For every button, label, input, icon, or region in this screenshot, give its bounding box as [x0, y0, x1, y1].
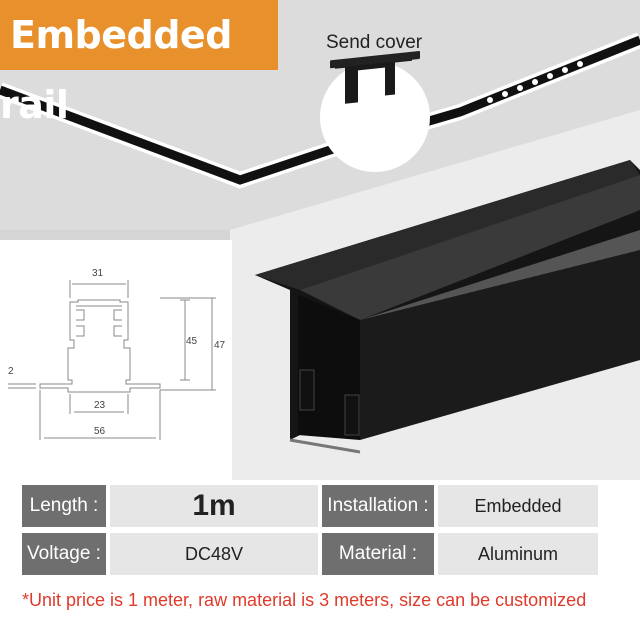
product-scene: [0, 0, 640, 480]
pricing-note: *Unit price is 1 meter, raw material is …: [22, 590, 587, 610]
dim-flange: 2: [8, 366, 14, 377]
dimension-drawing: 31 45 47 2 23 56: [0, 240, 232, 480]
rail-image: [255, 160, 640, 454]
material-label: Material :: [322, 533, 434, 575]
title-badge: Embedded rail: [0, 0, 278, 127]
voltage-label: Voltage :: [22, 533, 106, 575]
dim-inner-width: 23: [94, 400, 106, 411]
dim-inner-height: 45: [186, 336, 198, 347]
dim-total-height: 47: [214, 340, 226, 351]
installation-label: Installation :: [322, 485, 434, 527]
voltage-value: DC48V: [110, 533, 318, 575]
dim-top-width: 31: [92, 268, 104, 279]
material-value: Aluminum: [438, 533, 598, 575]
length-label: Length :: [22, 485, 106, 527]
installation-value: Embedded: [438, 485, 598, 527]
spec-table: Length : 1m Installation : Embedded Volt…: [22, 485, 598, 575]
profile-drawing: [8, 280, 216, 440]
send-cover-image: [320, 50, 430, 172]
length-value: 1m: [110, 485, 318, 527]
dim-base-width: 56: [94, 426, 106, 437]
send-cover-label: Send cover: [326, 32, 423, 53]
ceiling-rail: [0, 32, 640, 189]
